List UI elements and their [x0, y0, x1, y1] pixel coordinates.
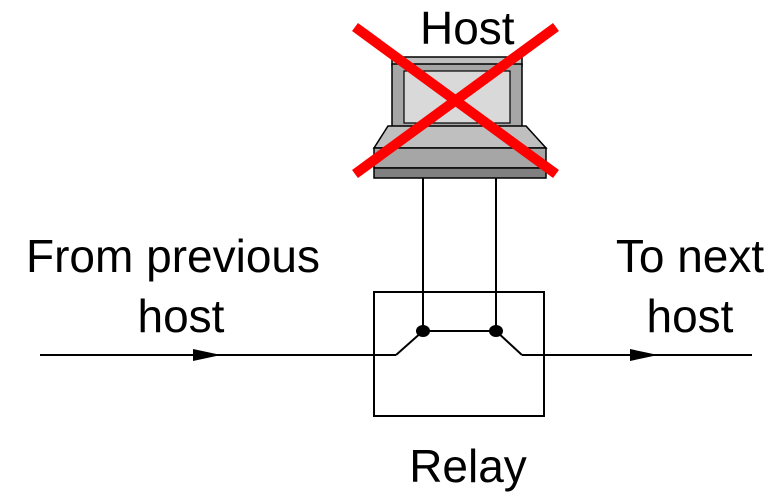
red-x-icon [352, 22, 559, 179]
relay-label: Relay [409, 440, 527, 492]
outgoing-line [522, 349, 752, 361]
from-label-line1: From previous [26, 230, 320, 282]
relay-switch [395, 325, 523, 356]
relay-contact-left [416, 325, 430, 337]
computer-icon [372, 56, 548, 179]
to-label-line1: To next [616, 230, 765, 282]
computer-base-bottom [373, 167, 547, 179]
to-label-line2: host [647, 290, 734, 342]
relay-contact-right [489, 325, 503, 337]
incoming-arrow-icon [193, 349, 221, 361]
from-label-line2: host [138, 290, 225, 342]
relay-box [373, 291, 545, 417]
incoming-line [40, 349, 396, 361]
host-label: Host [420, 2, 515, 54]
outgoing-arrow-icon [630, 349, 658, 361]
